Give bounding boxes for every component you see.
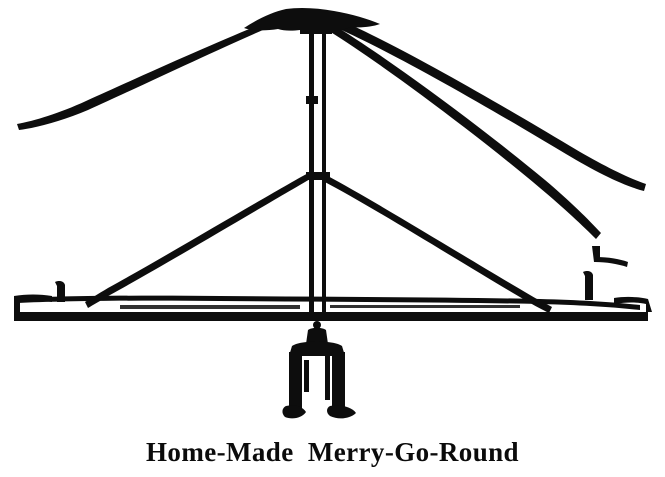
pedestal-barrel	[282, 327, 356, 419]
guy-mid-right	[323, 175, 552, 313]
rope-apex-to-right	[337, 20, 646, 191]
guy-mid-left	[85, 172, 312, 308]
right-handle-peg	[583, 271, 593, 300]
left-handle-peg	[55, 281, 65, 302]
cross-beam	[14, 294, 652, 329]
rope-apex-to-hook	[329, 24, 601, 239]
rope-anchor-hook	[592, 246, 628, 267]
center-pole-right-edge	[322, 20, 326, 320]
center-pole	[309, 20, 314, 320]
rope-apex-to-left	[17, 12, 293, 130]
figure-caption: Home-Made Merry-Go-Round	[146, 437, 519, 467]
merry-go-round-illustration	[14, 7, 652, 419]
